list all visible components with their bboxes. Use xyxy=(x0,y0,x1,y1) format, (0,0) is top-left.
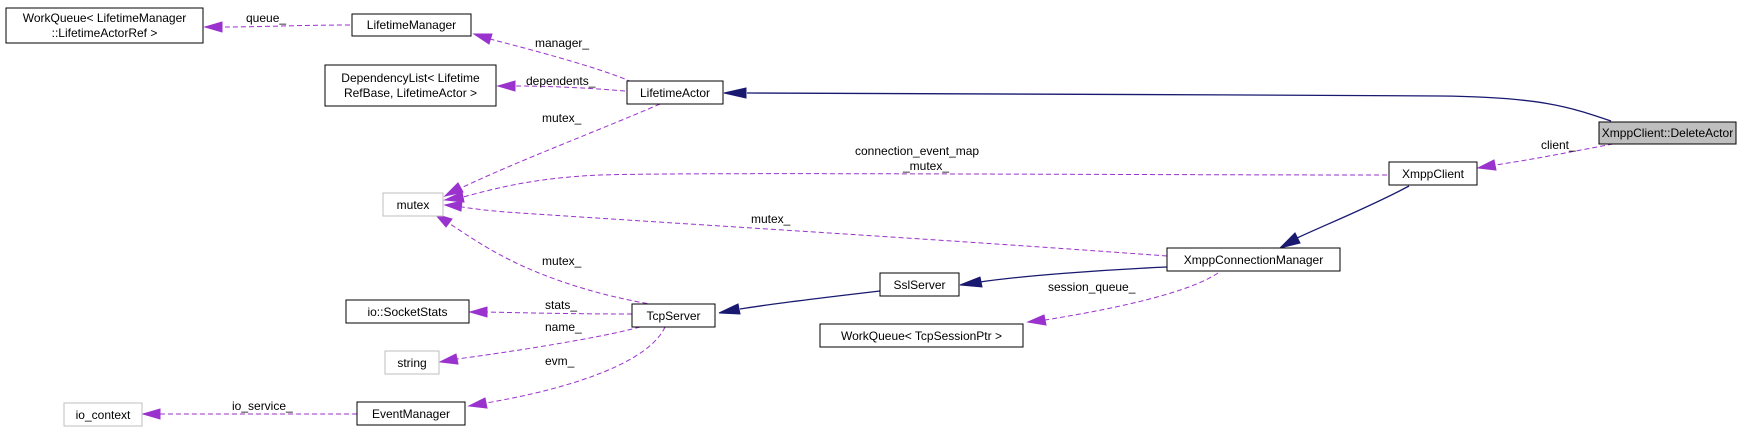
node-xmppconnectionmanager[interactable]: XmppConnectionManager xyxy=(1166,247,1341,272)
node-io-context-label: io_context xyxy=(76,408,131,422)
node-xmppclient-label: XmppClient xyxy=(1402,167,1465,181)
label-client: client_ xyxy=(1541,138,1576,152)
node-socketstats-label: io::SocketStats xyxy=(367,305,447,319)
label-mutex-lifetimeactor: mutex_ xyxy=(542,111,582,125)
edge-deleteactor-to-lifetimeactor xyxy=(723,87,1612,122)
label-session-queue: session_queue_ xyxy=(1048,280,1136,294)
edge-client xyxy=(1476,143,1614,171)
edge-name xyxy=(438,326,641,365)
node-lifetimeactor[interactable]: LifetimeActor xyxy=(626,80,724,105)
label-evm: evm_ xyxy=(545,354,575,368)
node-workqueue-lifetimemanager-line1: WorkQueue< LifetimeManager xyxy=(23,11,187,25)
edge-mutex-xmppconnectionmanager xyxy=(443,200,1168,257)
node-eventmanager[interactable]: EventManager xyxy=(356,401,466,426)
label-queue: queue_ xyxy=(246,11,286,25)
node-lifetimemanager-label: LifetimeManager xyxy=(367,18,456,32)
edge-session-queue xyxy=(1026,272,1219,326)
node-tcpserver-label: TcpServer xyxy=(646,309,700,323)
edge-queue xyxy=(203,21,351,33)
label-dependents: dependents_ xyxy=(526,74,596,88)
node-tcpserver[interactable]: TcpServer xyxy=(631,303,716,328)
label-connection-event-map-mutex: _mutex_ xyxy=(902,159,949,173)
node-workqueue-lifetimemanager-line2: ::LifetimeActorRef > xyxy=(52,26,158,40)
node-xmppclient[interactable]: XmppClient xyxy=(1388,161,1478,186)
edge-evm xyxy=(467,326,666,409)
node-xmppclient-deleteactor-label: XmppClient::DeleteActor xyxy=(1602,126,1733,140)
label-io-service: io_service_ xyxy=(232,399,293,413)
edge-dependents xyxy=(496,80,626,92)
node-sslserver[interactable]: SslServer xyxy=(879,272,960,297)
label-connection-event-map: connection_event_map xyxy=(855,144,979,158)
edge-manager xyxy=(472,33,633,83)
edge-sslserver-to-tcpserver xyxy=(718,290,881,315)
node-string-label: string xyxy=(397,356,426,370)
node-mutex-label: mutex xyxy=(397,198,430,212)
edge-xmppconnectionmanager-to-sslserver xyxy=(959,266,1168,288)
label-mutex-tcpserver: mutex_ xyxy=(542,254,582,268)
label-stats: stats_ xyxy=(545,298,577,312)
node-workqueue-tcpsessionptr[interactable]: WorkQueue< TcpSessionPtr > xyxy=(819,323,1024,348)
node-dependencylist[interactable]: DependencyList< Lifetime RefBase, Lifeti… xyxy=(324,64,497,107)
node-eventmanager-label: EventManager xyxy=(372,407,450,421)
node-sslserver-label: SslServer xyxy=(893,278,945,292)
node-workqueue-tcpsessionptr-label: WorkQueue< TcpSessionPtr > xyxy=(841,329,1002,343)
node-dependencylist-line1: DependencyList< Lifetime xyxy=(341,71,480,85)
node-lifetimemanager[interactable]: LifetimeManager xyxy=(351,13,472,37)
edge-io-service xyxy=(141,408,358,420)
node-xmppclient-deleteactor[interactable]: XmppClient::DeleteActor xyxy=(1598,121,1737,145)
node-mutex[interactable]: mutex xyxy=(382,192,444,217)
node-io-context[interactable]: io_context xyxy=(63,402,143,427)
node-string[interactable]: string xyxy=(384,350,440,375)
node-dependencylist-line2: RefBase, LifetimeActor > xyxy=(344,86,477,100)
node-lifetimeactor-label: LifetimeActor xyxy=(640,86,710,100)
edge-xmppconnectionmanager-to-xmppclient xyxy=(1278,185,1410,249)
label-manager: manager_ xyxy=(535,36,589,50)
label-name: name_ xyxy=(545,320,582,334)
node-workqueue-lifetimemanager[interactable]: WorkQueue< LifetimeManager ::LifetimeAct… xyxy=(5,7,204,44)
edge-stats xyxy=(468,306,633,318)
edge-mutex-lifetimeactor xyxy=(443,103,661,197)
edge-connection-event-map-mutex xyxy=(443,173,1388,203)
label-mutex-xmppconnectionmanager: mutex_ xyxy=(751,212,791,226)
node-socketstats[interactable]: io::SocketStats xyxy=(345,299,470,324)
node-xmppconnectionmanager-label: XmppConnectionManager xyxy=(1184,253,1323,267)
